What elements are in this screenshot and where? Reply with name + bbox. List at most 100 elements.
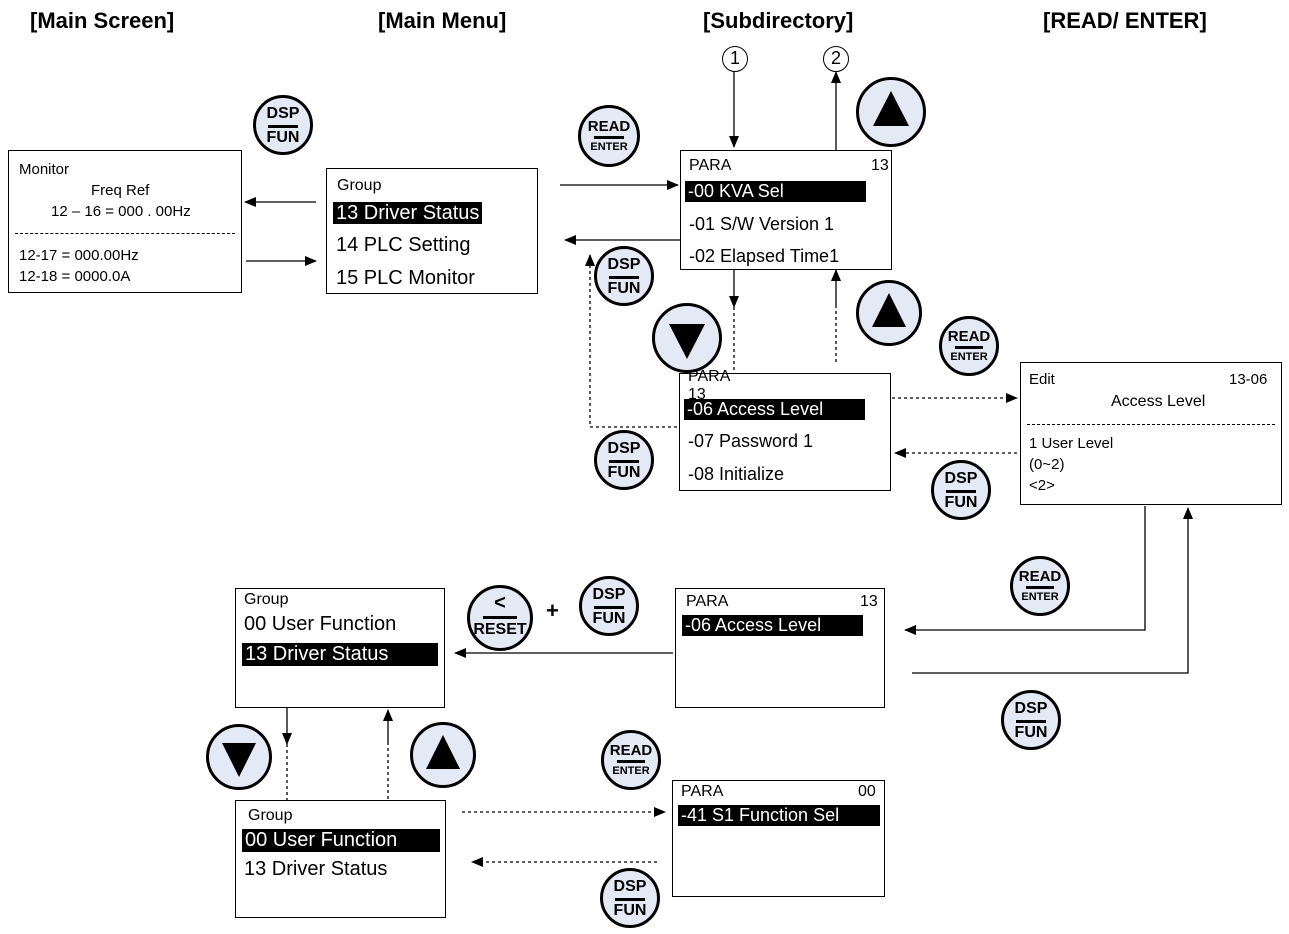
- para-item-label: -41 S1 Function Sel: [678, 805, 880, 826]
- edit-divider: [1027, 424, 1275, 425]
- down-arrow-key[interactable]: [206, 724, 272, 790]
- monitor-divider: [15, 233, 235, 234]
- para-item[interactable]: -01 S/W Version 1: [689, 214, 835, 234]
- read-enter-key[interactable]: READ ENTER: [1010, 556, 1070, 616]
- key-label-top: READ: [947, 328, 991, 345]
- key-bar: [593, 606, 625, 609]
- para-item[interactable]: -08 Initialize: [688, 464, 785, 484]
- para-screen-top: PARA 13 -00 KVA Sel -01 S/W Version 1 -0…: [680, 150, 892, 270]
- group-menu-item-label: 13 Driver Status: [333, 202, 483, 224]
- edit-title: Edit: [1029, 371, 1055, 388]
- dsp-fun-key[interactable]: DSP FUN: [594, 246, 654, 306]
- shift-reset-key[interactable]: < RESET: [467, 585, 533, 651]
- key-label-top: DSP: [266, 105, 300, 122]
- key-bar: [945, 490, 977, 493]
- read-enter-key[interactable]: READ ENTER: [578, 105, 640, 167]
- up-arrow-icon: [872, 293, 906, 327]
- header-main-menu: [Main Menu]: [378, 8, 507, 33]
- edit-current-value[interactable]: 1 User Level: [1029, 435, 1114, 452]
- group-menu-item[interactable]: 14 PLC Setting: [336, 234, 471, 256]
- para-title: PARA: [681, 783, 724, 800]
- group-item[interactable]: 13 Driver Status: [244, 858, 388, 880]
- key-bar: [483, 616, 517, 619]
- key-bar: [608, 460, 640, 463]
- para-item[interactable]: -02 Elapsed Time1: [689, 246, 840, 266]
- para-item-label: -00 KVA Sel: [685, 181, 866, 202]
- key-label-top: READ: [587, 118, 631, 135]
- key-label-bottom: ENTER: [950, 351, 988, 363]
- para-item-label: -06 Access Level: [684, 399, 865, 420]
- key-bar: [594, 136, 624, 139]
- read-enter-key[interactable]: READ ENTER: [601, 730, 661, 790]
- header-read-enter: [READ/ ENTER]: [1043, 8, 1207, 33]
- key-bar: [608, 276, 640, 279]
- header-subdirectory: [Subdirectory]: [703, 8, 854, 33]
- edit-default: <2>: [1029, 477, 1055, 494]
- key-label-top: DSP: [592, 586, 626, 603]
- key-label-bottom: FUN: [944, 494, 978, 511]
- key-label-bottom: FUN: [1014, 724, 1048, 741]
- key-label-bottom: ENTER: [590, 141, 628, 153]
- para-screen-last: PARA 00 -41 S1 Function Sel: [672, 780, 885, 897]
- dsp-fun-key[interactable]: DSP FUN: [253, 95, 313, 155]
- marker-two: 2: [823, 46, 849, 72]
- up-arrow-key[interactable]: [410, 722, 476, 788]
- para-item-label: -06 Access Level: [682, 615, 863, 636]
- monitor-line-output-current: 12-18 = 0000.0A: [19, 268, 131, 285]
- key-label-top: DSP: [607, 440, 641, 457]
- dsp-fun-key[interactable]: DSP FUN: [600, 868, 660, 928]
- para-group-number: 00: [858, 783, 876, 800]
- para-group-number: 13: [871, 157, 889, 174]
- para-item[interactable]: -00 KVA Sel: [685, 181, 867, 202]
- para-title: PARA: [688, 368, 731, 385]
- para-screen-result: PARA 13 -06 Access Level: [675, 588, 885, 708]
- para-screen-middle: PARA 13 -06 Access Level -07 Password 1 …: [679, 368, 891, 491]
- plus-sign: +: [546, 598, 559, 623]
- para-item[interactable]: -07 Password 1: [688, 431, 814, 451]
- group-menu-screen: Group 13 Driver Status 14 PLC Setting 15…: [326, 168, 538, 294]
- group-item[interactable]: 00 User Function: [244, 613, 397, 635]
- monitor-freq-ref-label: Freq Ref: [91, 182, 150, 199]
- marker-one: 1: [722, 46, 748, 72]
- up-arrow-key[interactable]: [856, 77, 926, 147]
- key-label-bottom: FUN: [607, 280, 641, 297]
- down-arrow-icon: [669, 324, 705, 359]
- down-arrow-key[interactable]: [652, 303, 722, 373]
- monitor-title: Monitor: [19, 161, 70, 178]
- para-item[interactable]: -06 Access Level: [684, 399, 865, 420]
- key-label-top: DSP: [607, 256, 641, 273]
- key-label-top: DSP: [944, 470, 978, 487]
- edit-parameter-code: 13-06: [1229, 371, 1268, 388]
- dsp-fun-key[interactable]: DSP FUN: [579, 576, 639, 636]
- dsp-fun-key[interactable]: DSP FUN: [1001, 690, 1061, 750]
- group-item-label: 13 Driver Status: [242, 643, 438, 666]
- down-arrow-icon: [222, 743, 256, 777]
- group-title: Group: [248, 807, 293, 824]
- edit-screen: Edit 13-06 Access Level 1 User Level (0~…: [1020, 362, 1282, 505]
- group-screen-lower: Group 00 User Function 13 Driver Status: [235, 800, 446, 918]
- para-item[interactable]: -41 S1 Function Sel: [678, 805, 880, 826]
- dsp-fun-key[interactable]: DSP FUN: [931, 460, 991, 520]
- monitor-line-output-freq: 12-17 = 000.00Hz: [19, 247, 139, 264]
- up-arrow-key[interactable]: [856, 280, 922, 346]
- dsp-fun-key[interactable]: DSP FUN: [594, 430, 654, 490]
- group-menu-item[interactable]: 15 PLC Monitor: [336, 267, 475, 289]
- read-enter-key[interactable]: READ ENTER: [939, 316, 999, 376]
- key-bar: [1015, 720, 1047, 723]
- group-item[interactable]: 00 User Function: [242, 829, 440, 852]
- group-title: Group: [244, 591, 289, 608]
- para-item[interactable]: -06 Access Level: [682, 615, 863, 636]
- para-title: PARA: [686, 593, 729, 610]
- key-label-bottom: ENTER: [612, 765, 650, 777]
- monitor-freq-ref-value: 12 – 16 = 000 . 00Hz: [51, 203, 191, 220]
- up-arrow-icon: [426, 735, 460, 769]
- key-bar: [954, 346, 984, 349]
- edit-parameter-name: Access Level: [1111, 393, 1206, 410]
- key-bar: [616, 760, 646, 763]
- group-menu-item[interactable]: 13 Driver Status: [333, 202, 483, 225]
- group-item[interactable]: 13 Driver Status: [242, 643, 438, 666]
- key-label-bottom: FUN: [266, 129, 300, 146]
- para-group-number: 13: [688, 386, 706, 403]
- para-group-number: 13: [860, 593, 878, 610]
